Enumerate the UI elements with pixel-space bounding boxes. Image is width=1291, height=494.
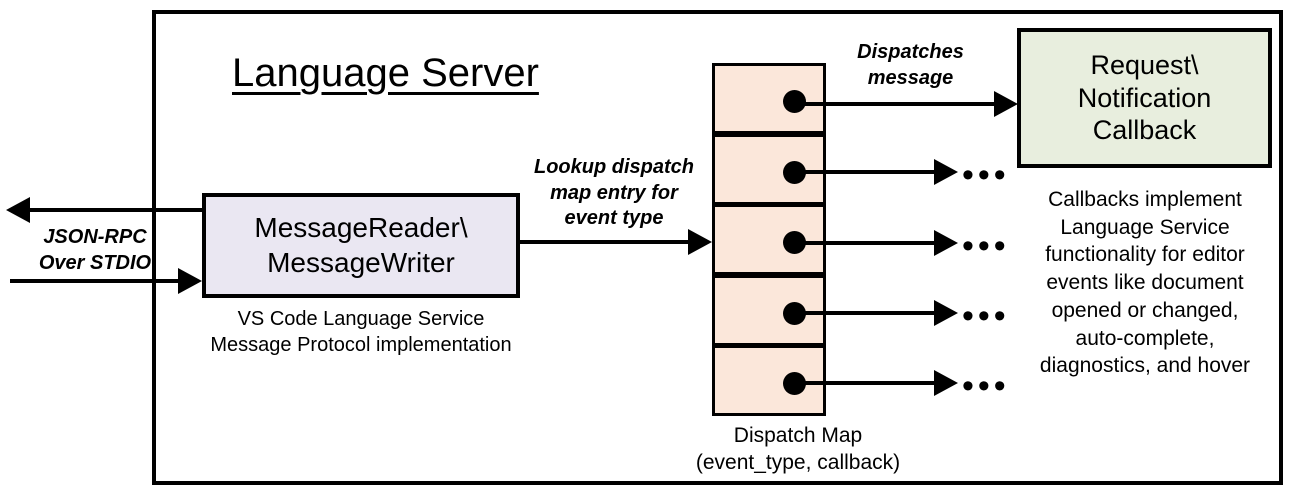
callback-line2: Notification <box>1077 82 1212 113</box>
callback-caption-line: auto-complete, <box>1075 326 1215 350</box>
dispatch-map-row-5[interactable] <box>712 345 826 416</box>
dispatch-label-line2: message <box>867 66 954 89</box>
lookup-label-line2: map entry for <box>550 181 678 204</box>
dispatch-arrowhead-row-2 <box>934 159 958 185</box>
ellipsis-row-5: ••• <box>962 367 1010 405</box>
transport-label-line2: Over STDIO <box>38 251 152 274</box>
lookup-label-line3: event type <box>564 207 664 230</box>
callback-line3: Callback <box>1092 115 1197 146</box>
transport-label-line1: JSON-RPC <box>43 226 147 248</box>
callback-caption: Callbacks implement Language Service fun… <box>1013 186 1277 380</box>
dispatch-line-row-1 <box>790 102 997 106</box>
dispatch-map-table[interactable] <box>712 63 826 416</box>
message-io-line2: MessageWriter <box>267 246 455 278</box>
dispatch-map-caption-line2: (event_type, callback) <box>695 451 901 475</box>
callback-pointer-dot <box>783 90 806 113</box>
dispatch-map-caption-line1: Dispatch Map <box>733 424 863 447</box>
page-title: Language Server <box>232 51 539 95</box>
dispatch-map-caption: Dispatch Map (event_type, callback) <box>648 422 948 477</box>
dispatch-arrowhead-row-1 <box>994 91 1018 117</box>
lookup-arrowhead <box>688 229 712 255</box>
dispatch-map-row-1[interactable] <box>712 63 826 134</box>
transport-in-line <box>10 279 180 283</box>
callback-caption-line: opened or changed, <box>1051 298 1239 322</box>
callback-caption-line: functionality for editor <box>1045 243 1245 267</box>
dispatch-label-line1: Dispatches <box>857 41 964 63</box>
message-io-caption-line1: VS Code Language Service <box>237 308 485 330</box>
ellipsis-row-2: ••• <box>962 156 1010 194</box>
dispatch-line-row-3 <box>790 241 938 245</box>
dispatch-line-row-4 <box>790 311 938 315</box>
callback-caption-line: Language Service <box>1060 215 1230 239</box>
lookup-label-line1: Lookup dispatch <box>534 156 694 178</box>
dispatch-line-row-2 <box>790 170 938 174</box>
ellipsis-row-4: ••• <box>962 297 1010 335</box>
dispatch-line-row-5 <box>790 381 938 385</box>
message-io-node[interactable]: MessageReader\ MessageWriter <box>202 193 520 298</box>
transport-out-line <box>30 208 208 212</box>
callback-node[interactable]: Request\ Notification Callback <box>1017 28 1272 168</box>
transport-out-arrowhead <box>6 197 30 223</box>
message-io-line1: MessageReader\ <box>254 212 468 244</box>
callback-line1: Request\ <box>1090 49 1199 80</box>
ellipsis-row-3: ••• <box>962 227 1010 265</box>
lookup-line <box>519 240 691 244</box>
callback-caption-line: Callbacks implement <box>1048 188 1242 211</box>
callback-caption-line: diagnostics, and hover <box>1039 354 1251 378</box>
dispatch-arrowhead-row-5 <box>934 370 958 396</box>
language-server-boundary <box>152 10 1283 485</box>
dispatch-label: Dispatches message <box>828 40 993 91</box>
dispatch-map-row-3[interactable] <box>712 204 826 275</box>
dispatch-map-row-4[interactable] <box>712 275 826 346</box>
lookup-label: Lookup dispatch map entry for event type <box>515 155 713 232</box>
message-io-caption-line2: Message Protocol implementation <box>210 334 512 356</box>
dispatch-arrowhead-row-4 <box>934 300 958 326</box>
transport-label: JSON-RPC Over STDIO <box>20 225 170 276</box>
transport-in-arrowhead <box>178 268 202 294</box>
dispatch-map-row-2[interactable] <box>712 134 826 205</box>
message-io-caption: VS Code Language Service Message Protoco… <box>180 306 542 358</box>
dispatch-arrowhead-row-3 <box>934 230 958 256</box>
callback-caption-line: events like document <box>1046 271 1244 295</box>
